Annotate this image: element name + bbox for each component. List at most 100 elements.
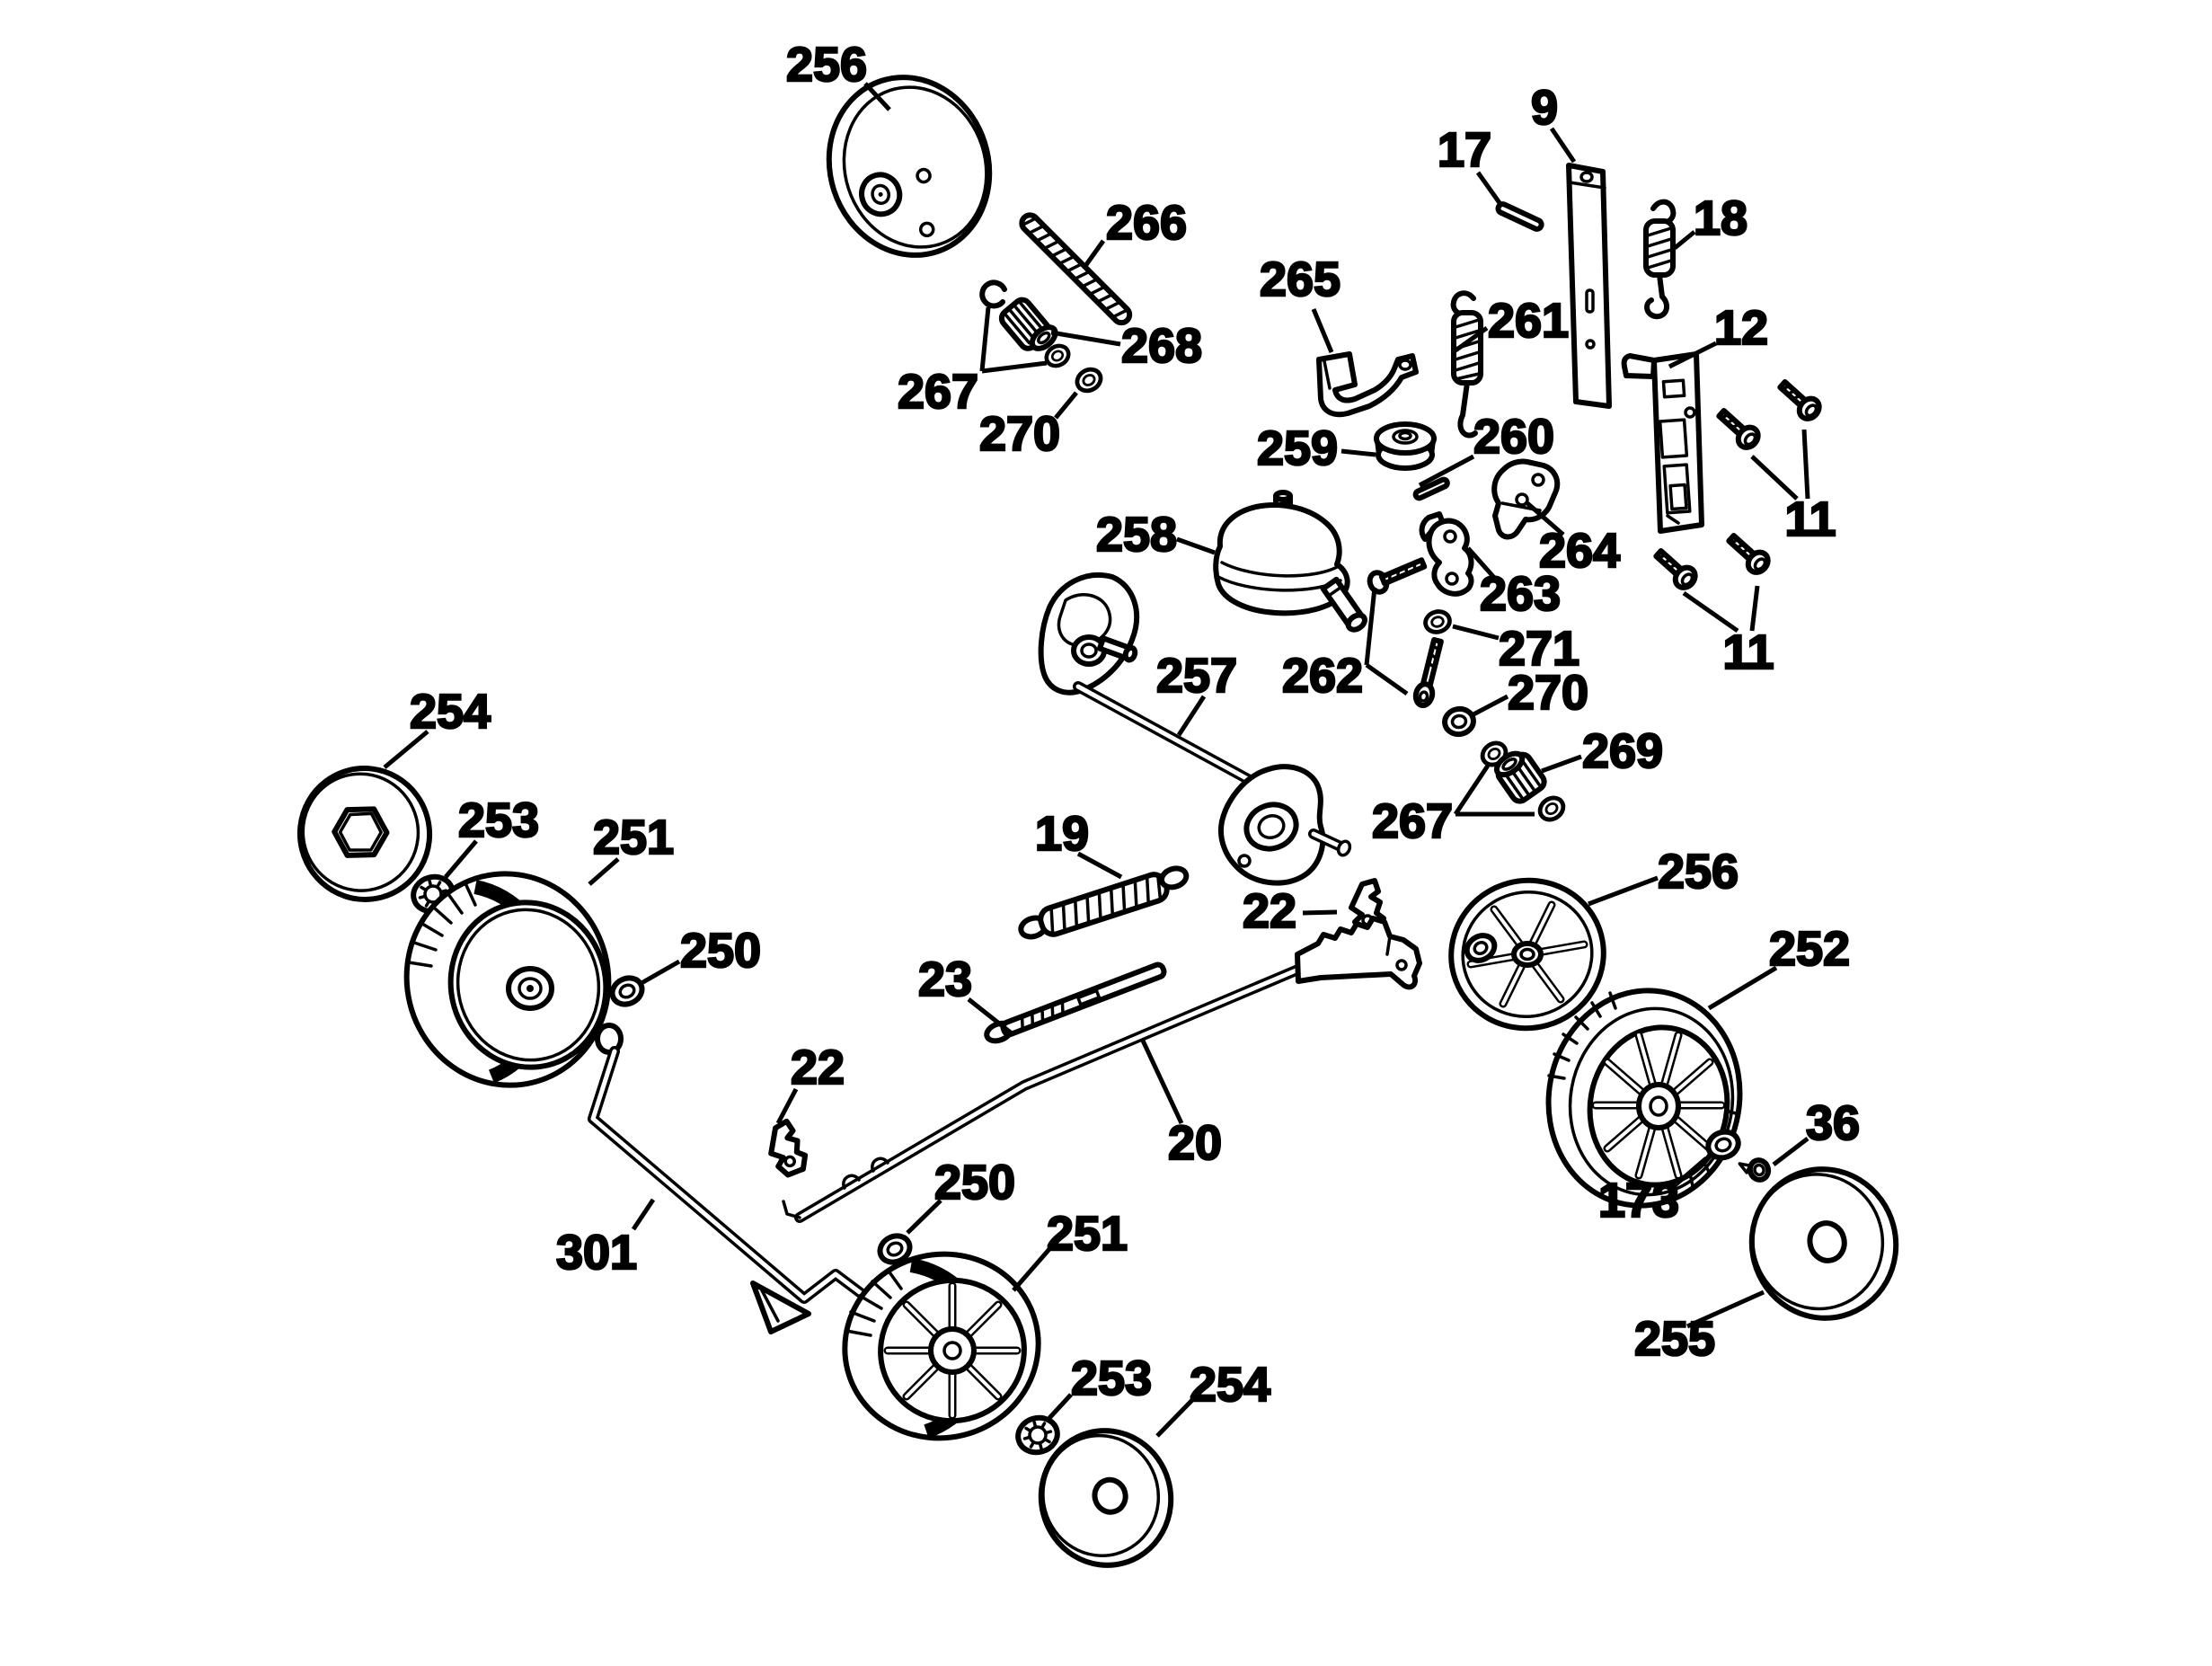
part-gearbox-258 [1213, 490, 1367, 633]
part-star-washer-253-lower [1014, 1413, 1061, 1457]
part-washer-270-left [1074, 366, 1105, 395]
part-number-label: 17 [1438, 123, 1491, 177]
leader-line [1452, 624, 1500, 641]
leader-line [1083, 239, 1106, 268]
leader-line [1772, 1137, 1809, 1166]
part-number-label: 250 [680, 924, 761, 978]
callout-23: 23 [917, 952, 1013, 1035]
leader-line [863, 82, 891, 111]
part-number-label: 20 [1168, 1116, 1222, 1170]
part-number-label: 301 [556, 1226, 637, 1280]
part-cover-disc-256-top [826, 75, 993, 258]
part-screw-11-d [1724, 530, 1772, 576]
part-bolt-36 [1738, 1157, 1772, 1183]
callout-19: 19 [1034, 806, 1123, 880]
callout-270: 270 [1472, 665, 1589, 721]
callout-270: 270 [978, 391, 1078, 462]
leader-line [1750, 455, 1799, 501]
leader-line [1472, 694, 1509, 717]
callout-252: 252 [1707, 921, 1851, 1011]
callout-257: 257 [1155, 648, 1238, 737]
part-number-label: 254 [1190, 1358, 1270, 1412]
callout-251: 251 [588, 810, 675, 886]
part-pin-260 [1412, 476, 1450, 501]
part-number-label: 22 [1243, 884, 1296, 938]
leader-line [1801, 429, 1810, 500]
part-number-label: 270 [979, 407, 1060, 461]
part-number-label: 253 [458, 793, 539, 847]
part-ring-267-right-b [1537, 795, 1566, 822]
callout-11: 11 [1682, 585, 1775, 680]
part-number-label: 11 [1784, 492, 1836, 546]
leader-line [588, 857, 620, 886]
part-number-label: 262 [1282, 649, 1363, 703]
part-screw-11-c [1651, 545, 1699, 591]
part-hubcap-254-lower [1038, 1428, 1174, 1568]
leader-line [1048, 1393, 1073, 1420]
part-number-label: 256 [1658, 845, 1739, 899]
part-washer-270-right [1442, 705, 1476, 738]
callout-36: 36 [1772, 1095, 1861, 1166]
leader-line [967, 997, 1013, 1035]
part-washer-250-left [608, 973, 647, 1009]
part-number-label: 257 [1156, 649, 1237, 703]
leader-line [1176, 536, 1216, 555]
leader-line [1012, 1247, 1051, 1292]
part-screw-11-b [1775, 377, 1823, 422]
part-screw-11-a [1714, 405, 1762, 451]
leader-line [775, 1087, 799, 1125]
part-number-label: 266 [1106, 196, 1187, 250]
part-number-label: 256 [786, 38, 867, 92]
part-pulley-259 [1374, 421, 1437, 471]
part-number-label: 255 [1634, 1312, 1715, 1366]
callout-9: 9 [1530, 80, 1577, 164]
callout-267: 267 [897, 306, 1048, 420]
callout-271: 271 [1452, 621, 1580, 677]
leader-line [1588, 875, 1659, 907]
callout-253: 253 [1048, 1351, 1153, 1420]
callout-266: 266 [1083, 195, 1188, 268]
part-shift-arm-257 [1038, 572, 1352, 886]
callout-250: 250 [640, 923, 762, 986]
callout-265: 265 [1259, 252, 1341, 353]
leader-line [1707, 965, 1778, 1011]
part-number-label: 250 [934, 1156, 1015, 1210]
part-number-label: 12 [1714, 301, 1768, 355]
callout-250: 250 [906, 1155, 1016, 1235]
part-number-label: 254 [410, 685, 491, 739]
part-bracket-265 [1316, 351, 1419, 418]
leader-line [1454, 325, 1489, 353]
leader-line [1418, 454, 1475, 488]
part-number-label: 265 [1260, 253, 1340, 306]
leader-line [1671, 1156, 1708, 1189]
leader-line [1311, 308, 1334, 353]
callout-260: 260 [1418, 409, 1555, 488]
callout-11: 11 [1750, 429, 1837, 547]
part-number-label: 11 [1722, 625, 1774, 679]
part-bolt-262-a [1367, 557, 1428, 595]
callout-22: 22 [775, 1040, 845, 1125]
callout-22: 22 [1242, 883, 1338, 939]
leader-line [1155, 1398, 1194, 1438]
part-number-label: 268 [1121, 319, 1202, 373]
callout-301: 301 [555, 1198, 656, 1281]
part-number-label: 271 [1499, 622, 1579, 676]
leader-line [1050, 330, 1121, 347]
part-mount-plate-12 [1621, 351, 1704, 534]
leader-line [979, 306, 991, 372]
callout-17: 17 [1437, 122, 1505, 208]
leader-line [1054, 391, 1078, 420]
leader-line [1673, 230, 1696, 250]
part-bracket-263 [1419, 511, 1474, 597]
callout-251: 251 [1012, 1206, 1128, 1292]
callout-267: 267 [1371, 764, 1535, 849]
callout-264: 264 [1526, 501, 1621, 579]
callout-269: 269 [1541, 723, 1664, 779]
part-clip-22-lower [764, 1119, 809, 1177]
part-number-label: 251 [593, 811, 674, 864]
callout-256: 256 [1588, 844, 1739, 907]
leader-line [383, 730, 429, 769]
part-link-bar-9 [1566, 163, 1612, 409]
